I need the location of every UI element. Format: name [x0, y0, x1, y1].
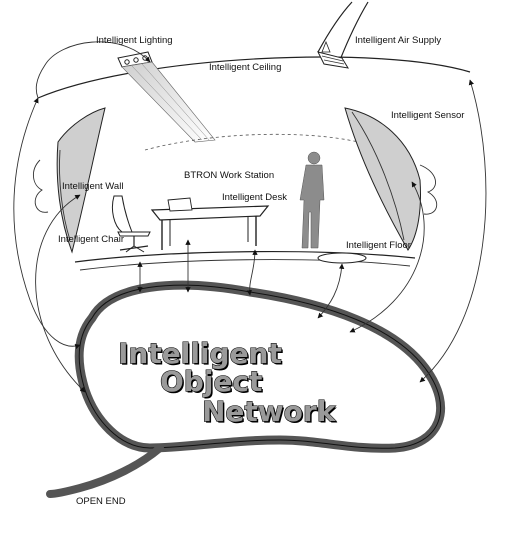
label-intelligent-floor: Intelligent Floor [346, 240, 411, 251]
ceiling-curve [37, 56, 471, 99]
network-title-line3: Network [202, 395, 337, 428]
label-intelligent-ceiling: Intelligent Ceiling [209, 62, 281, 73]
left-wall [33, 107, 106, 254]
light-fixture [117, 51, 216, 143]
label-intelligent-lighting: Intelligent Lighting [96, 35, 173, 46]
right-wall [344, 107, 438, 251]
network-title-line1-shadow: Intelligent [120, 339, 284, 372]
label-intelligent-chair: Intelligent Chair [58, 234, 124, 245]
dome-arc [144, 133, 371, 151]
network-title: Intelligent Intelligent Object Object Ne… [117, 336, 339, 430]
network-title-line1: Intelligent [118, 337, 282, 370]
network-title-line2: Object [160, 365, 262, 398]
desk [150, 197, 270, 250]
air-supply-duct [317, 1, 369, 69]
label-open-end: OPEN END [76, 496, 126, 507]
network-title-line2-shadow: Object [162, 367, 264, 400]
label-intelligent-sensor: Intelligent Sensor [391, 110, 464, 121]
label-btron-work-station: BTRON Work Station [184, 170, 274, 181]
label-intelligent-desk: Intelligent Desk [222, 192, 287, 203]
connection-arrows [13, 41, 487, 393]
chair [111, 195, 151, 253]
label-intelligent-air-supply: Intelligent Air Supply [355, 35, 441, 46]
floor-sensor-pad [317, 252, 367, 264]
label-intelligent-wall: Intelligent Wall [62, 181, 123, 192]
open-end-tail [46, 444, 164, 498]
network-title-line3-shadow: Network [204, 397, 339, 430]
person-silhouette [299, 151, 325, 249]
